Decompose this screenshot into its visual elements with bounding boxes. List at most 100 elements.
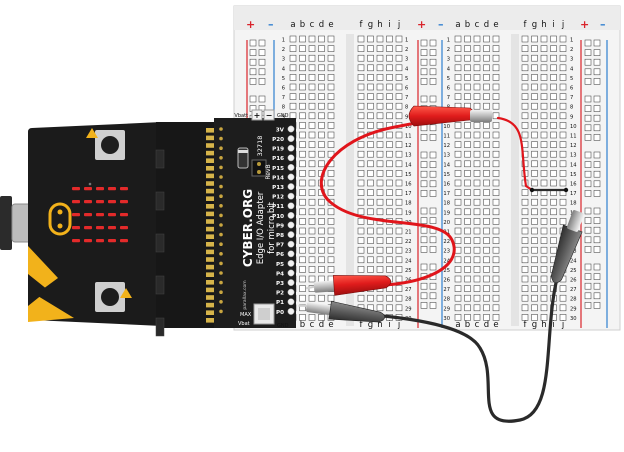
black-clip-breadboard-end[interactable] <box>544 208 588 285</box>
column-letter-bottom: b <box>465 320 470 330</box>
row-number: 25 <box>570 268 577 274</box>
adapter-pin-label: P11 <box>272 204 284 210</box>
adapter-pin-socket[interactable] <box>287 250 295 258</box>
led <box>120 226 128 230</box>
edge-pin <box>206 181 216 186</box>
rail-minus-label: – <box>600 18 606 31</box>
led <box>72 213 80 217</box>
column-letter: b <box>300 20 305 30</box>
adapter-pin-socket[interactable] <box>287 183 295 191</box>
jumper-end-red <box>529 187 535 193</box>
adapter-pin-socket[interactable] <box>287 173 295 181</box>
adapter-pin-socket[interactable] <box>287 307 295 315</box>
microphone-hole <box>88 182 92 186</box>
row-number: 10 <box>443 124 450 130</box>
row-number: 5 <box>447 76 450 82</box>
adapter-pin-label: P7 <box>276 243 284 249</box>
adapter-pin-socket[interactable] <box>287 125 295 133</box>
column-letter-bottom: h <box>377 320 382 330</box>
adapter-gnd-bottom-label: GND <box>277 323 289 329</box>
row-number: 15 <box>405 172 412 178</box>
edge-pin <box>206 173 216 179</box>
row-number: 26 <box>570 278 577 284</box>
row-number: 30 <box>443 316 450 322</box>
adapter-pin-socket[interactable] <box>287 259 295 267</box>
button-b[interactable] <box>95 282 125 312</box>
button-b-indicator <box>120 288 132 298</box>
adapter-pin-socket[interactable] <box>287 269 295 277</box>
adapter-pin-socket[interactable] <box>287 163 295 171</box>
row-number: 24 <box>405 258 412 264</box>
adapter-pad <box>219 127 223 131</box>
edge-pin <box>206 196 216 201</box>
red-clip-breadboard-end[interactable] <box>408 105 492 127</box>
row-number: 8 <box>282 105 285 111</box>
edge-connector-housing <box>156 122 216 328</box>
button-a[interactable] <box>95 130 125 160</box>
column-letter: b <box>465 20 470 30</box>
edge-pin <box>206 219 216 224</box>
row-number: 16 <box>570 182 577 188</box>
microbit-pcb <box>28 122 162 326</box>
row-number: 3 <box>405 57 408 63</box>
edge-pin <box>206 257 216 262</box>
black-clip-adapter-end[interactable] <box>297 297 386 327</box>
row-number: 14 <box>443 162 450 168</box>
adapter-pad <box>219 242 223 246</box>
terminal-strip-2: ffgghhiijj123456789101112131415161718192… <box>360 20 413 330</box>
adapter-pin-socket[interactable] <box>287 154 295 162</box>
row-number: 2 <box>447 47 450 53</box>
led <box>96 213 104 217</box>
column-letter: e <box>493 20 498 30</box>
row-number: 2 <box>570 47 573 53</box>
adapter-pin-socket[interactable] <box>287 192 295 200</box>
adapter-pin-socket[interactable] <box>287 211 295 219</box>
row-number: 28 <box>443 297 450 303</box>
breadboard-center-channel <box>346 34 354 326</box>
row-number: 6 <box>282 86 285 92</box>
power-rail-3: +– <box>580 18 608 328</box>
adapter-pad <box>219 223 223 227</box>
adapter-pin-socket[interactable] <box>287 279 295 287</box>
adapter-pin-label: P16 <box>272 156 284 162</box>
row-number: 25 <box>405 268 412 274</box>
row-number: 2 <box>282 47 285 53</box>
touch-logo[interactable] <box>48 202 72 236</box>
adapter-pin-socket[interactable] <box>287 144 295 152</box>
adapter-pin-socket[interactable] <box>287 240 295 248</box>
red-jumper-wire <box>496 116 534 192</box>
row-number: 9 <box>570 114 573 120</box>
edge-pin <box>206 302 216 308</box>
adapter-revision: RevB <box>265 164 272 179</box>
led <box>84 187 92 191</box>
adapter-website: parallax.com <box>242 280 248 309</box>
adapter-subtitle: for micro.bit <box>267 201 277 254</box>
edge-pin <box>206 226 216 232</box>
row-number: 27 <box>405 287 412 293</box>
adapter-pin-socket[interactable] <box>287 135 295 143</box>
row-number: 3 <box>570 57 573 63</box>
adapter-pin-socket[interactable] <box>287 288 295 296</box>
row-number: 12 <box>443 143 450 149</box>
row-number: 26 <box>443 278 450 284</box>
row-number: 17 <box>570 191 577 197</box>
adapter-title: Edge I/O Adapter <box>256 191 266 264</box>
edge-pin <box>206 128 216 133</box>
adapter-pin-socket[interactable] <box>287 202 295 210</box>
column-letter: j <box>561 20 564 30</box>
row-number: 18 <box>570 201 577 207</box>
row-number: 1 <box>447 38 450 44</box>
adapter-pin-socket[interactable] <box>287 221 295 229</box>
red-clip-adapter-end[interactable] <box>305 271 392 297</box>
adapter-pin-label: P9 <box>276 223 284 229</box>
adapter-pin-label: P4 <box>276 271 284 277</box>
adapter-pin-label: P5 <box>276 262 284 268</box>
adapter-pin-socket[interactable] <box>287 298 295 306</box>
column-letter: c <box>475 20 480 30</box>
led <box>108 226 116 230</box>
column-letter: c <box>310 20 315 30</box>
red-wire <box>319 114 478 288</box>
adapter-pin-socket[interactable] <box>287 231 295 239</box>
adapter-pad <box>219 156 223 160</box>
